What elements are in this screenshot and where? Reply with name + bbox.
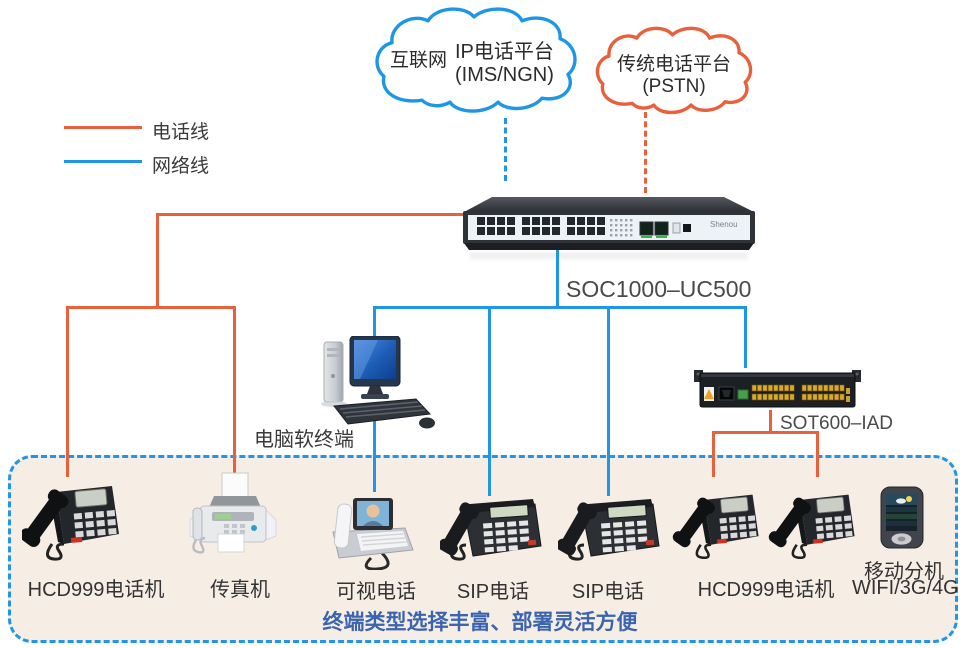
port-group-1 [477,217,515,235]
pc-mouse [419,417,435,429]
cloud-outline-icon [370,5,582,119]
terminal-label-sip1: SIP电话 [456,581,530,603]
switch-reflection [470,253,748,262]
pstn-platform-title: 传统电话平台 [616,54,731,75]
fax-paper-out [217,533,245,553]
phone-keypad [73,510,117,538]
ip-platform-label: IP电话平台 (IMS/NGN) [455,41,554,87]
sip-keypad [601,520,648,553]
network-line-switch-down [556,248,559,309]
sip-phone-2 [558,492,663,564]
phone-display [74,488,108,508]
port-group-2 [522,217,560,235]
terminal-label-mobile-2: WIFI/3G/4G [852,577,959,599]
network-line-bus [373,306,747,309]
phone-line-to-hcd999-3 [816,431,819,477]
internet-to-switch-link [504,118,507,181]
switch-model-label: SOC1000–UC500 [566,276,752,302]
phone-line-left-drop [156,213,159,309]
terminal-label-sip2: SIP电话 [571,581,645,603]
phone-line-iad-branch [712,431,819,434]
phone-line-to-hcd999-1 [66,306,69,477]
pc-label: 电脑软终端 [254,429,354,451]
phone-handset [22,489,69,547]
videophone-handset [333,503,353,549]
video-phone [323,490,418,570]
uc500-switch: Shenou [462,195,756,259]
network-line-to-iad [744,306,747,368]
terminal-label-fax: 传真机 [210,579,270,601]
network-line-to-pc [373,306,376,345]
sfp-ports [639,221,669,238]
uplink-port [846,396,850,402]
hcd999-phone-1 [22,476,122,564]
hcd999-phone-3 [768,486,860,562]
phone-red-key [70,536,83,543]
cloud-outline-icon [592,25,756,119]
ip-platform-subtitle: (IMS/NGN) [455,64,554,86]
terminal-label-hcd999-1: HCD999电话机 [27,579,165,601]
mobile-extension [878,486,926,550]
ip-platform-title: IP电话平台 [455,41,554,63]
pc-keyboard [333,398,432,425]
console-port [683,224,691,232]
terminal-zone-caption: 终端类型选择丰富、部署灵活方便 [322,611,638,634]
fxs-port-bank-1 [751,384,795,401]
internet-label: 互联网 [390,50,448,71]
sip-red-key [645,539,655,546]
sip-handset [440,502,479,556]
sip-handset [558,502,597,556]
usb-port [672,222,681,234]
fax-handset [192,507,203,541]
network-line-to-sip2 [607,306,610,496]
terminal-label-hcd999-2: HCD999电话机 [697,579,835,601]
iad-gateway [690,364,865,412]
pstn-cloud: 传统电话平台 (PSTN) [592,25,756,119]
warning-label [704,387,714,401]
phone-line-left-branch [66,306,236,309]
pstn-to-switch-link [644,112,647,193]
network-line-to-videophone [373,421,376,492]
phone-line-to-fax [233,306,236,477]
sip-phone-1 [440,492,545,564]
network-line-to-sip1 [488,306,491,496]
sip-lcd [607,504,647,519]
terminal-label-videophone: 可视电话 [336,581,416,603]
legend-network-line-swatch [64,160,142,163]
legend-phone-line-label: 电话线 [152,122,210,143]
internet-cloud: 互联网 IP电话平台 (IMS/NGN) [370,5,582,119]
sip-keypad [483,520,530,553]
terminal-label-mobile: 移动分机 [864,561,944,583]
sip-lcd [489,504,529,519]
uplink-port [846,388,850,394]
pstn-platform-label: 传统电话平台 (PSTN) [592,54,756,98]
vent-holes [610,219,633,237]
phone-line-to-hcd999-2 [712,431,715,477]
pstn-platform-subtitle: (PSTN) [642,75,706,97]
fxs-port-bank-2 [801,384,845,401]
legend-phone-line-swatch [64,126,142,129]
terminal-block [737,389,749,400]
pc-soft-terminal [316,336,436,432]
port-group-3 [567,217,605,235]
fax-lcd [215,514,231,519]
fax-machine [188,470,278,562]
switch-brand-logo: Shenou [710,220,738,229]
hcd999-phone-2 [672,486,764,562]
iad-model-label: SOT600–IAD [780,413,893,434]
phone-line-iad-drop [769,410,772,434]
legend-network-line-label: 网络线 [152,156,210,177]
sip-red-key [527,539,537,546]
phone-line-switch-left [156,213,466,216]
